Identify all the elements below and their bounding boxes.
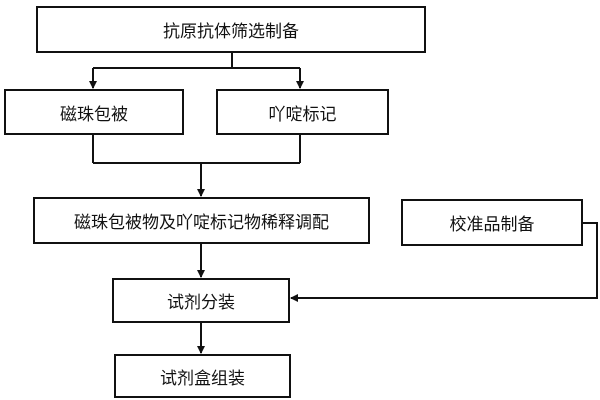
node-calibrator-preparation: 校准品制备 bbox=[401, 199, 583, 246]
node-antigen-antibody-preparation: 抗原抗体筛选制备 bbox=[36, 6, 426, 53]
edge-from-calibrator bbox=[290, 222, 598, 302]
node-label: 试剂盒组装 bbox=[160, 368, 245, 389]
node-label: 抗原抗体筛选制备 bbox=[163, 22, 299, 42]
node-acridine-labeling: 吖啶标记 bbox=[216, 89, 389, 135]
node-label: 吖啶标记 bbox=[268, 104, 337, 125]
node-magnetic-bead-coating: 磁珠包被 bbox=[4, 89, 184, 135]
node-kit-assembly: 试剂盒组装 bbox=[114, 354, 291, 398]
node-label: 磁珠包被 bbox=[60, 104, 128, 125]
node-dilution-preparation: 磁珠包被物及吖啶标记物稀释调配 bbox=[33, 197, 370, 244]
node-label: 试剂分装 bbox=[167, 293, 235, 313]
node-label: 校准品制备 bbox=[449, 215, 535, 235]
node-reagent-packaging: 试剂分装 bbox=[112, 278, 290, 323]
node-label: 磁珠包被物及吖啶标记物稀释调配 bbox=[74, 213, 329, 233]
